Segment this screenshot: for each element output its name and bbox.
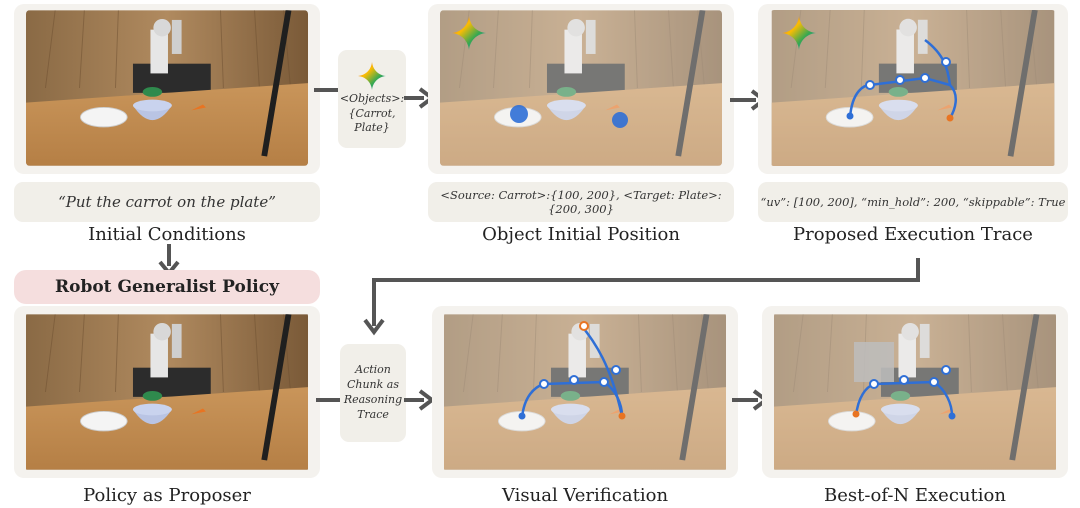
- execution-trace-caption: Proposed Execution Trace: [793, 224, 1033, 245]
- object-position-text: <Source: Carrot>:{100, 200}, <Target: Pl…: [428, 182, 734, 222]
- proposer-scene-image: [26, 312, 308, 472]
- object-position-caption: Object Initial Position: [482, 224, 680, 245]
- instruction-prompt: “Put the carrot on the plate”: [14, 182, 320, 222]
- execution-trace-path: [846, 39, 957, 122]
- objects-bubble: <Objects>: {Carrot, Plate}: [338, 50, 406, 148]
- robot-generalist-policy-label: Robot Generalist Policy: [14, 270, 320, 304]
- best-of-n-caption: Best-of-N Execution: [824, 485, 1006, 506]
- action-chunk-line-3: Reasoning: [343, 393, 403, 406]
- objects-line-3: Plate}: [354, 121, 390, 135]
- initial-conditions-caption: Initial Conditions: [88, 224, 246, 245]
- gemini-sparkle-icon: [358, 61, 386, 90]
- gemini-sparkle-icon: [452, 16, 486, 50]
- action-chunk-line-2: Chunk as: [346, 378, 400, 392]
- arrow-proposer-to-action-chunk: [316, 398, 344, 402]
- gemini-sparkle-icon: [782, 16, 816, 50]
- carrot-marker: [612, 112, 628, 128]
- initial-scene-image: [26, 10, 308, 166]
- execution-trace-text: “uv”: [100, 200], “min_hold”: 200, “skip…: [758, 182, 1068, 222]
- verification-trace-path: [518, 321, 626, 420]
- action-chunk-line-4: Trace: [357, 407, 389, 421]
- best-of-n-trace-path: [852, 342, 956, 420]
- proposer-caption: Policy as Proposer: [83, 485, 251, 506]
- objects-line-2: {Carrot,: [348, 106, 396, 120]
- action-chunk-line-1: Action: [355, 363, 391, 377]
- objects-line-1: <Objects>:: [339, 91, 405, 105]
- arrow-action-chunk-to-verification: [404, 389, 436, 411]
- verification-caption: Visual Verification: [501, 485, 669, 506]
- plate-marker: [510, 105, 528, 123]
- action-chunk-bubble: Action Chunk as Reasoning Trace: [340, 344, 406, 442]
- arrow-trace-to-action-chunk: [363, 258, 920, 336]
- object-position-markers: [510, 105, 628, 128]
